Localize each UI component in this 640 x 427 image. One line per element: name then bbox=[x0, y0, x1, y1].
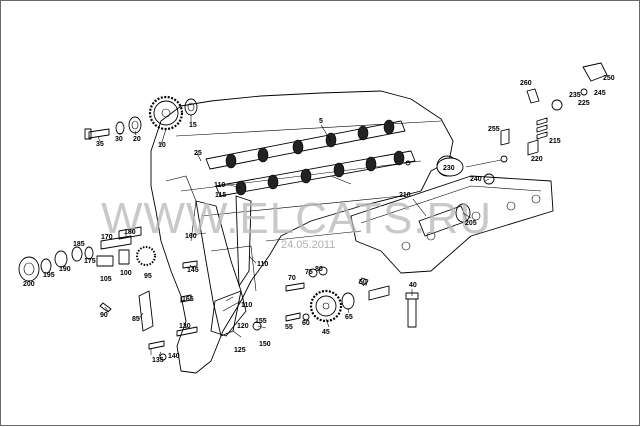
callout-145: 145 bbox=[187, 267, 199, 274]
callout-60: 60 bbox=[302, 320, 310, 327]
callout-160: 160 bbox=[185, 233, 197, 240]
callout-205: 205 bbox=[465, 220, 477, 227]
callout-210: 210 bbox=[399, 192, 411, 199]
callout-100: 100 bbox=[120, 270, 132, 277]
callout-labels: 5 10 15 20 25 30 35 40 45 50 55 60 65 70… bbox=[23, 75, 615, 364]
callout-110-upper: 110 bbox=[214, 182, 225, 189]
callout-20: 20 bbox=[133, 136, 141, 143]
callout-35: 35 bbox=[96, 141, 104, 148]
callout-230-circle bbox=[436, 157, 464, 177]
callout-180: 180 bbox=[124, 229, 136, 236]
hydraulic-tensioner bbox=[418, 203, 471, 237]
callout-110-lower: 110 bbox=[241, 302, 252, 309]
callout-90: 90 bbox=[100, 312, 108, 319]
callout-195: 195 bbox=[43, 272, 55, 279]
callout-115: 115 bbox=[215, 192, 226, 199]
leader-lines bbox=[97, 115, 502, 357]
callout-150: 150 bbox=[259, 341, 271, 348]
callout-75: 75 bbox=[305, 269, 313, 276]
camshaft-lower bbox=[215, 150, 416, 197]
callout-105: 105 bbox=[100, 276, 112, 283]
callout-50: 50 bbox=[359, 279, 367, 286]
callout-135: 135 bbox=[152, 357, 164, 364]
idler-gear-assembly-left bbox=[18, 226, 156, 282]
valve-cover-right bbox=[350, 175, 554, 274]
callout-70: 70 bbox=[288, 275, 296, 282]
callout-95: 95 bbox=[144, 273, 152, 280]
misc-bolts-left bbox=[99, 260, 262, 361]
callout-130: 130 bbox=[179, 323, 191, 330]
callout-165: 165 bbox=[182, 296, 194, 303]
callout-245: 245 bbox=[594, 90, 606, 97]
callout-80: 80 bbox=[315, 266, 323, 273]
callout-25: 25 bbox=[194, 150, 202, 157]
callout-120: 120 bbox=[237, 323, 249, 330]
callout-10: 10 bbox=[158, 142, 166, 149]
callout-240: 240 bbox=[470, 176, 482, 183]
callout-140: 140 bbox=[168, 353, 180, 360]
cylinder-head-block bbox=[150, 90, 454, 374]
callout-30: 30 bbox=[115, 136, 123, 143]
callout-65: 65 bbox=[345, 314, 353, 321]
callout-220: 220 bbox=[531, 156, 543, 163]
callout-15: 15 bbox=[189, 122, 197, 129]
callout-190: 190 bbox=[59, 266, 71, 273]
watermark-text: WWW.ELCATS.RU bbox=[101, 194, 492, 243]
callout-170: 170 bbox=[101, 234, 113, 241]
oil-pump-drive-gear bbox=[285, 266, 419, 328]
callout-255: 255 bbox=[488, 126, 500, 133]
callout-40: 40 bbox=[409, 282, 417, 289]
callout-155: 155 bbox=[255, 318, 267, 325]
watermark-date: 24.05.2011 bbox=[281, 239, 335, 251]
callout-230: 230 bbox=[443, 165, 455, 172]
valve-springs-right bbox=[405, 62, 608, 185]
callout-85: 85 bbox=[132, 316, 140, 323]
callout-215: 215 bbox=[549, 138, 561, 145]
callout-175: 175 bbox=[84, 258, 96, 265]
callout-235: 235 bbox=[569, 92, 581, 99]
callout-110-middle: 110 bbox=[257, 261, 268, 268]
callout-200: 200 bbox=[23, 281, 35, 288]
callout-45: 45 bbox=[322, 329, 330, 336]
callout-5: 5 bbox=[319, 118, 323, 125]
callout-225: 225 bbox=[578, 100, 590, 107]
callout-55: 55 bbox=[285, 324, 293, 331]
callout-260: 260 bbox=[520, 80, 532, 87]
callout-125: 125 bbox=[234, 347, 246, 354]
callout-185: 185 bbox=[73, 241, 85, 248]
callout-250: 250 bbox=[603, 75, 615, 82]
